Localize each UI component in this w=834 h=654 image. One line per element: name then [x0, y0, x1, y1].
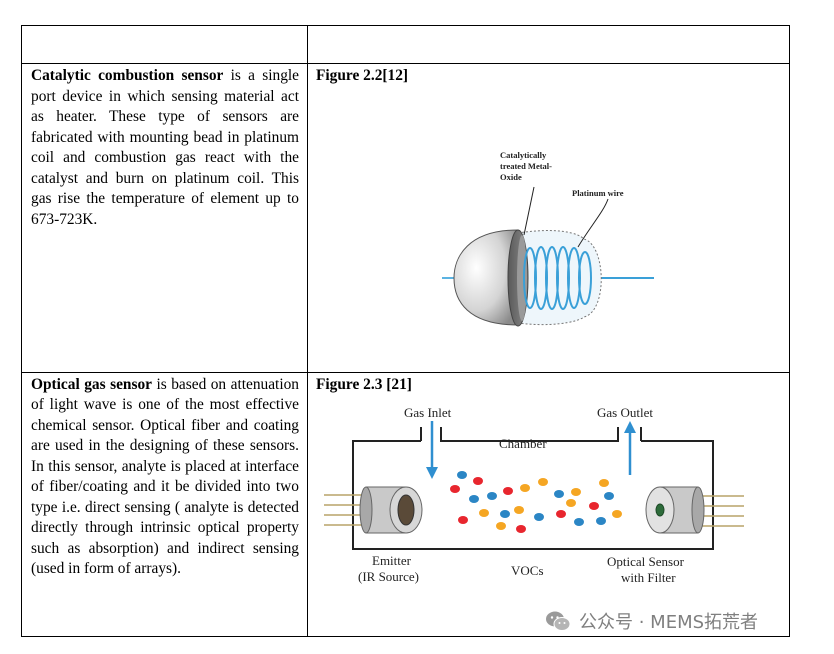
oxide-disk-face — [517, 234, 527, 321]
optical-sensor — [645, 486, 705, 534]
optical-sensor-diagram: Gas Inlet Gas Outlet Chamber Emitter (IR… — [324, 405, 744, 585]
platinum-coil — [523, 245, 592, 310]
oxide-label: Oxide — [500, 172, 522, 182]
transparent-shell — [517, 229, 602, 325]
outlet-arrowhead — [624, 421, 636, 433]
metal-oxide-bead — [453, 228, 519, 326]
catalytic-sensor-diagram: Catalytically treated Metal- Oxide Plati… — [442, 150, 654, 326]
figure-label: Figure 2.3 [21] — [316, 375, 412, 393]
figure-cell: Figure 2.2[12] — [307, 63, 790, 373]
wire-pointer — [577, 198, 609, 247]
table-row: Optical gas sensor is based on attenuati… — [21, 371, 790, 637]
oxide-label: treated Metal- — [500, 161, 552, 171]
empty-cell-right — [307, 25, 790, 64]
sensor-name: Catalytic combustion sensor — [31, 67, 224, 84]
content-table: Catalytic combustion sensor is a single … — [21, 25, 790, 637]
table-row: Catalytic combustion sensor is a single … — [21, 63, 790, 373]
sensor-description: is a single port device in which sensing… — [31, 67, 299, 228]
sensor-description: is based on attenuation of light wave is… — [31, 375, 299, 578]
empty-cell-left — [21, 25, 308, 64]
voc-molecules — [450, 471, 622, 533]
catalytic-description: Catalytic combustion sensor is a single … — [22, 64, 307, 230]
figure-cell: Figure 2.3 [21] — [307, 371, 790, 637]
gas-outlet-label: Gas Outlet — [597, 405, 653, 420]
wechat-icon — [546, 611, 571, 631]
emitter — [359, 486, 423, 534]
emitter-label: (IR Source) — [358, 569, 419, 584]
sensor-label: Optical Sensor — [607, 554, 685, 569]
wire-label: Platinum wire — [572, 188, 624, 198]
figure-label: Figure 2.2[12] — [316, 67, 409, 84]
catalytic-sensor-figure: Catalytically treated Metal- Oxide Plati… — [308, 87, 789, 372]
chamber-wall — [352, 440, 714, 550]
optical-sensor-figure: Gas Inlet Gas Outlet Chamber Emitter (IR… — [308, 395, 789, 636]
oxide-pointer — [523, 186, 535, 235]
description-cell: Optical gas sensor is based on attenuati… — [21, 371, 308, 637]
oxide-label: Catalytically — [500, 150, 547, 160]
description-cell: Catalytic combustion sensor is a single … — [21, 63, 308, 373]
chamber-label: Chamber — [499, 436, 547, 451]
sensor-name: Optical gas sensor — [31, 375, 152, 393]
sensor-label: with Filter — [621, 570, 676, 585]
watermark: 公众号 · MEMS拓荒者 — [545, 608, 758, 634]
table-row — [21, 25, 790, 64]
chamber-ports — [420, 427, 642, 442]
optical-description: Optical gas sensor is based on attenuati… — [22, 373, 307, 580]
watermark-text: 公众号 · MEMS拓荒者 — [579, 612, 759, 633]
inlet-arrowhead — [426, 467, 438, 479]
vocs-label: VOCs — [511, 563, 544, 578]
gas-inlet-label: Gas Inlet — [404, 405, 452, 420]
emitter-label: Emitter — [372, 553, 412, 568]
